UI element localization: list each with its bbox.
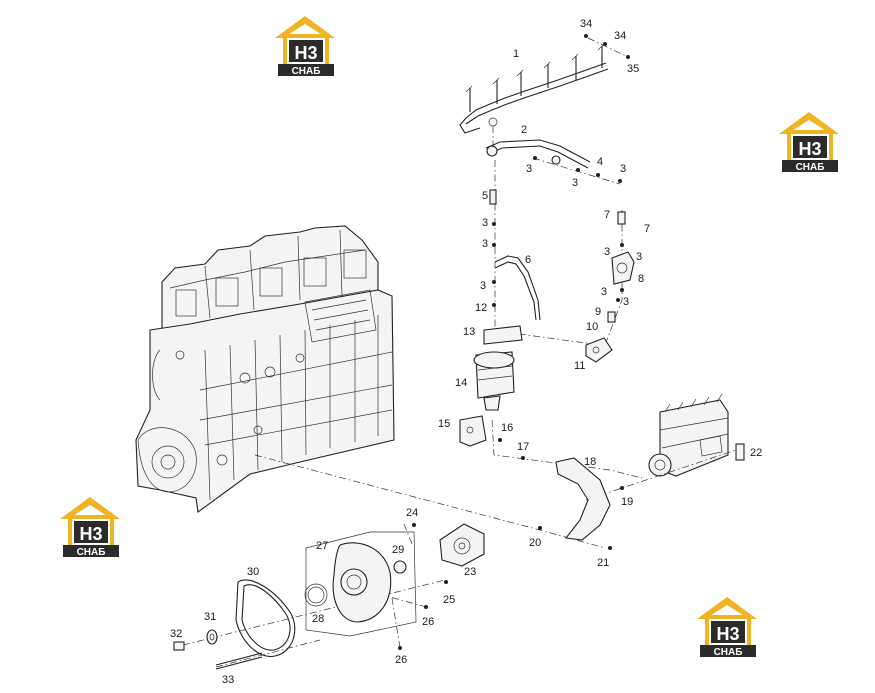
watermark-logo-left: H3 СНАБ xyxy=(60,497,120,558)
bolt-32 xyxy=(173,641,185,651)
logo-mark: H3 xyxy=(798,139,821,159)
stud-33 xyxy=(215,652,263,670)
fuel-return-line-2 xyxy=(485,139,591,169)
small-fittings xyxy=(398,34,630,650)
bracket-15 xyxy=(459,415,487,447)
watermark-logo-right: H3 СНАБ xyxy=(779,112,839,173)
callout-34b: 34 xyxy=(614,30,626,42)
fuel-filter-14 xyxy=(473,325,523,411)
callout-18: 18 xyxy=(584,456,596,468)
callout-21: 21 xyxy=(597,557,609,569)
callout-7b: 7 xyxy=(644,223,650,235)
callout-3d: 3 xyxy=(482,217,488,229)
callout-3e: 3 xyxy=(482,238,488,250)
callout-3j: 3 xyxy=(623,296,629,308)
callout-17: 17 xyxy=(517,441,529,453)
callout-35: 35 xyxy=(627,63,639,75)
pump-23 xyxy=(439,523,485,567)
cover-group-27 xyxy=(304,531,417,637)
callout-29: 29 xyxy=(392,544,404,556)
callout-19: 19 xyxy=(621,496,633,508)
logo-caption: СНАБ xyxy=(77,547,106,558)
logo-caption: СНАБ xyxy=(292,66,321,77)
logo-caption: СНАБ xyxy=(796,162,825,173)
callout-14: 14 xyxy=(455,377,467,389)
callout-16: 16 xyxy=(501,422,513,434)
callout-25: 25 xyxy=(443,594,455,606)
shield-18 xyxy=(555,457,611,541)
callout-1: 1 xyxy=(513,48,519,60)
callout-labels: 34 34 35 1 2 3 3 4 3 5 3 3 6 3 12 13 14 … xyxy=(170,18,762,686)
engine-block xyxy=(135,225,395,513)
fuel-line-6 xyxy=(494,255,541,321)
watermark-logo-bottom: H3 СНАБ xyxy=(697,597,757,658)
callout-12: 12 xyxy=(475,302,487,314)
logo-mark: H3 xyxy=(294,43,317,63)
logo-mark: H3 xyxy=(716,624,739,644)
fuel-hose-8 xyxy=(611,251,635,285)
callout-3g: 3 xyxy=(604,246,610,258)
callout-2: 2 xyxy=(521,124,527,136)
callout-9: 9 xyxy=(595,306,601,318)
callout-27: 27 xyxy=(316,540,328,552)
callout-26b: 26 xyxy=(395,654,407,666)
callout-3c: 3 xyxy=(620,163,626,175)
callout-22: 22 xyxy=(750,447,762,459)
callout-5: 5 xyxy=(482,190,488,202)
callout-3h: 3 xyxy=(636,251,642,263)
callout-3b: 3 xyxy=(572,177,578,189)
callout-23: 23 xyxy=(464,566,476,578)
callout-3a: 3 xyxy=(526,163,532,175)
callout-15: 15 xyxy=(438,418,450,430)
fitting-11 xyxy=(585,337,613,363)
callout-20: 20 xyxy=(529,537,541,549)
logo-mark: H3 xyxy=(79,524,102,544)
callout-3f: 3 xyxy=(480,280,486,292)
callout-34a: 34 xyxy=(580,18,592,30)
bolt-22 xyxy=(735,443,745,461)
callout-33: 33 xyxy=(222,674,234,686)
injector-lines-1 xyxy=(459,43,609,134)
callout-6: 6 xyxy=(525,254,531,266)
callout-8: 8 xyxy=(638,273,644,285)
logo-caption: СНАБ xyxy=(714,647,743,658)
callout-4: 4 xyxy=(597,156,603,168)
callout-24: 24 xyxy=(406,507,418,519)
callout-26a: 26 xyxy=(422,616,434,628)
callout-11: 11 xyxy=(574,360,585,372)
washer-31 xyxy=(206,629,218,645)
callout-10: 10 xyxy=(586,321,598,333)
callout-13: 13 xyxy=(463,326,475,338)
callout-28: 28 xyxy=(312,613,324,625)
watermark-logo-top: H3 СНАБ xyxy=(275,16,335,77)
callout-31: 31 xyxy=(204,611,216,623)
callout-3i: 3 xyxy=(601,286,607,298)
callout-30: 30 xyxy=(247,566,259,578)
injection-pump xyxy=(648,393,729,477)
callout-7a: 7 xyxy=(604,209,610,221)
callout-32: 32 xyxy=(170,628,182,640)
gasket-30 xyxy=(235,579,296,658)
